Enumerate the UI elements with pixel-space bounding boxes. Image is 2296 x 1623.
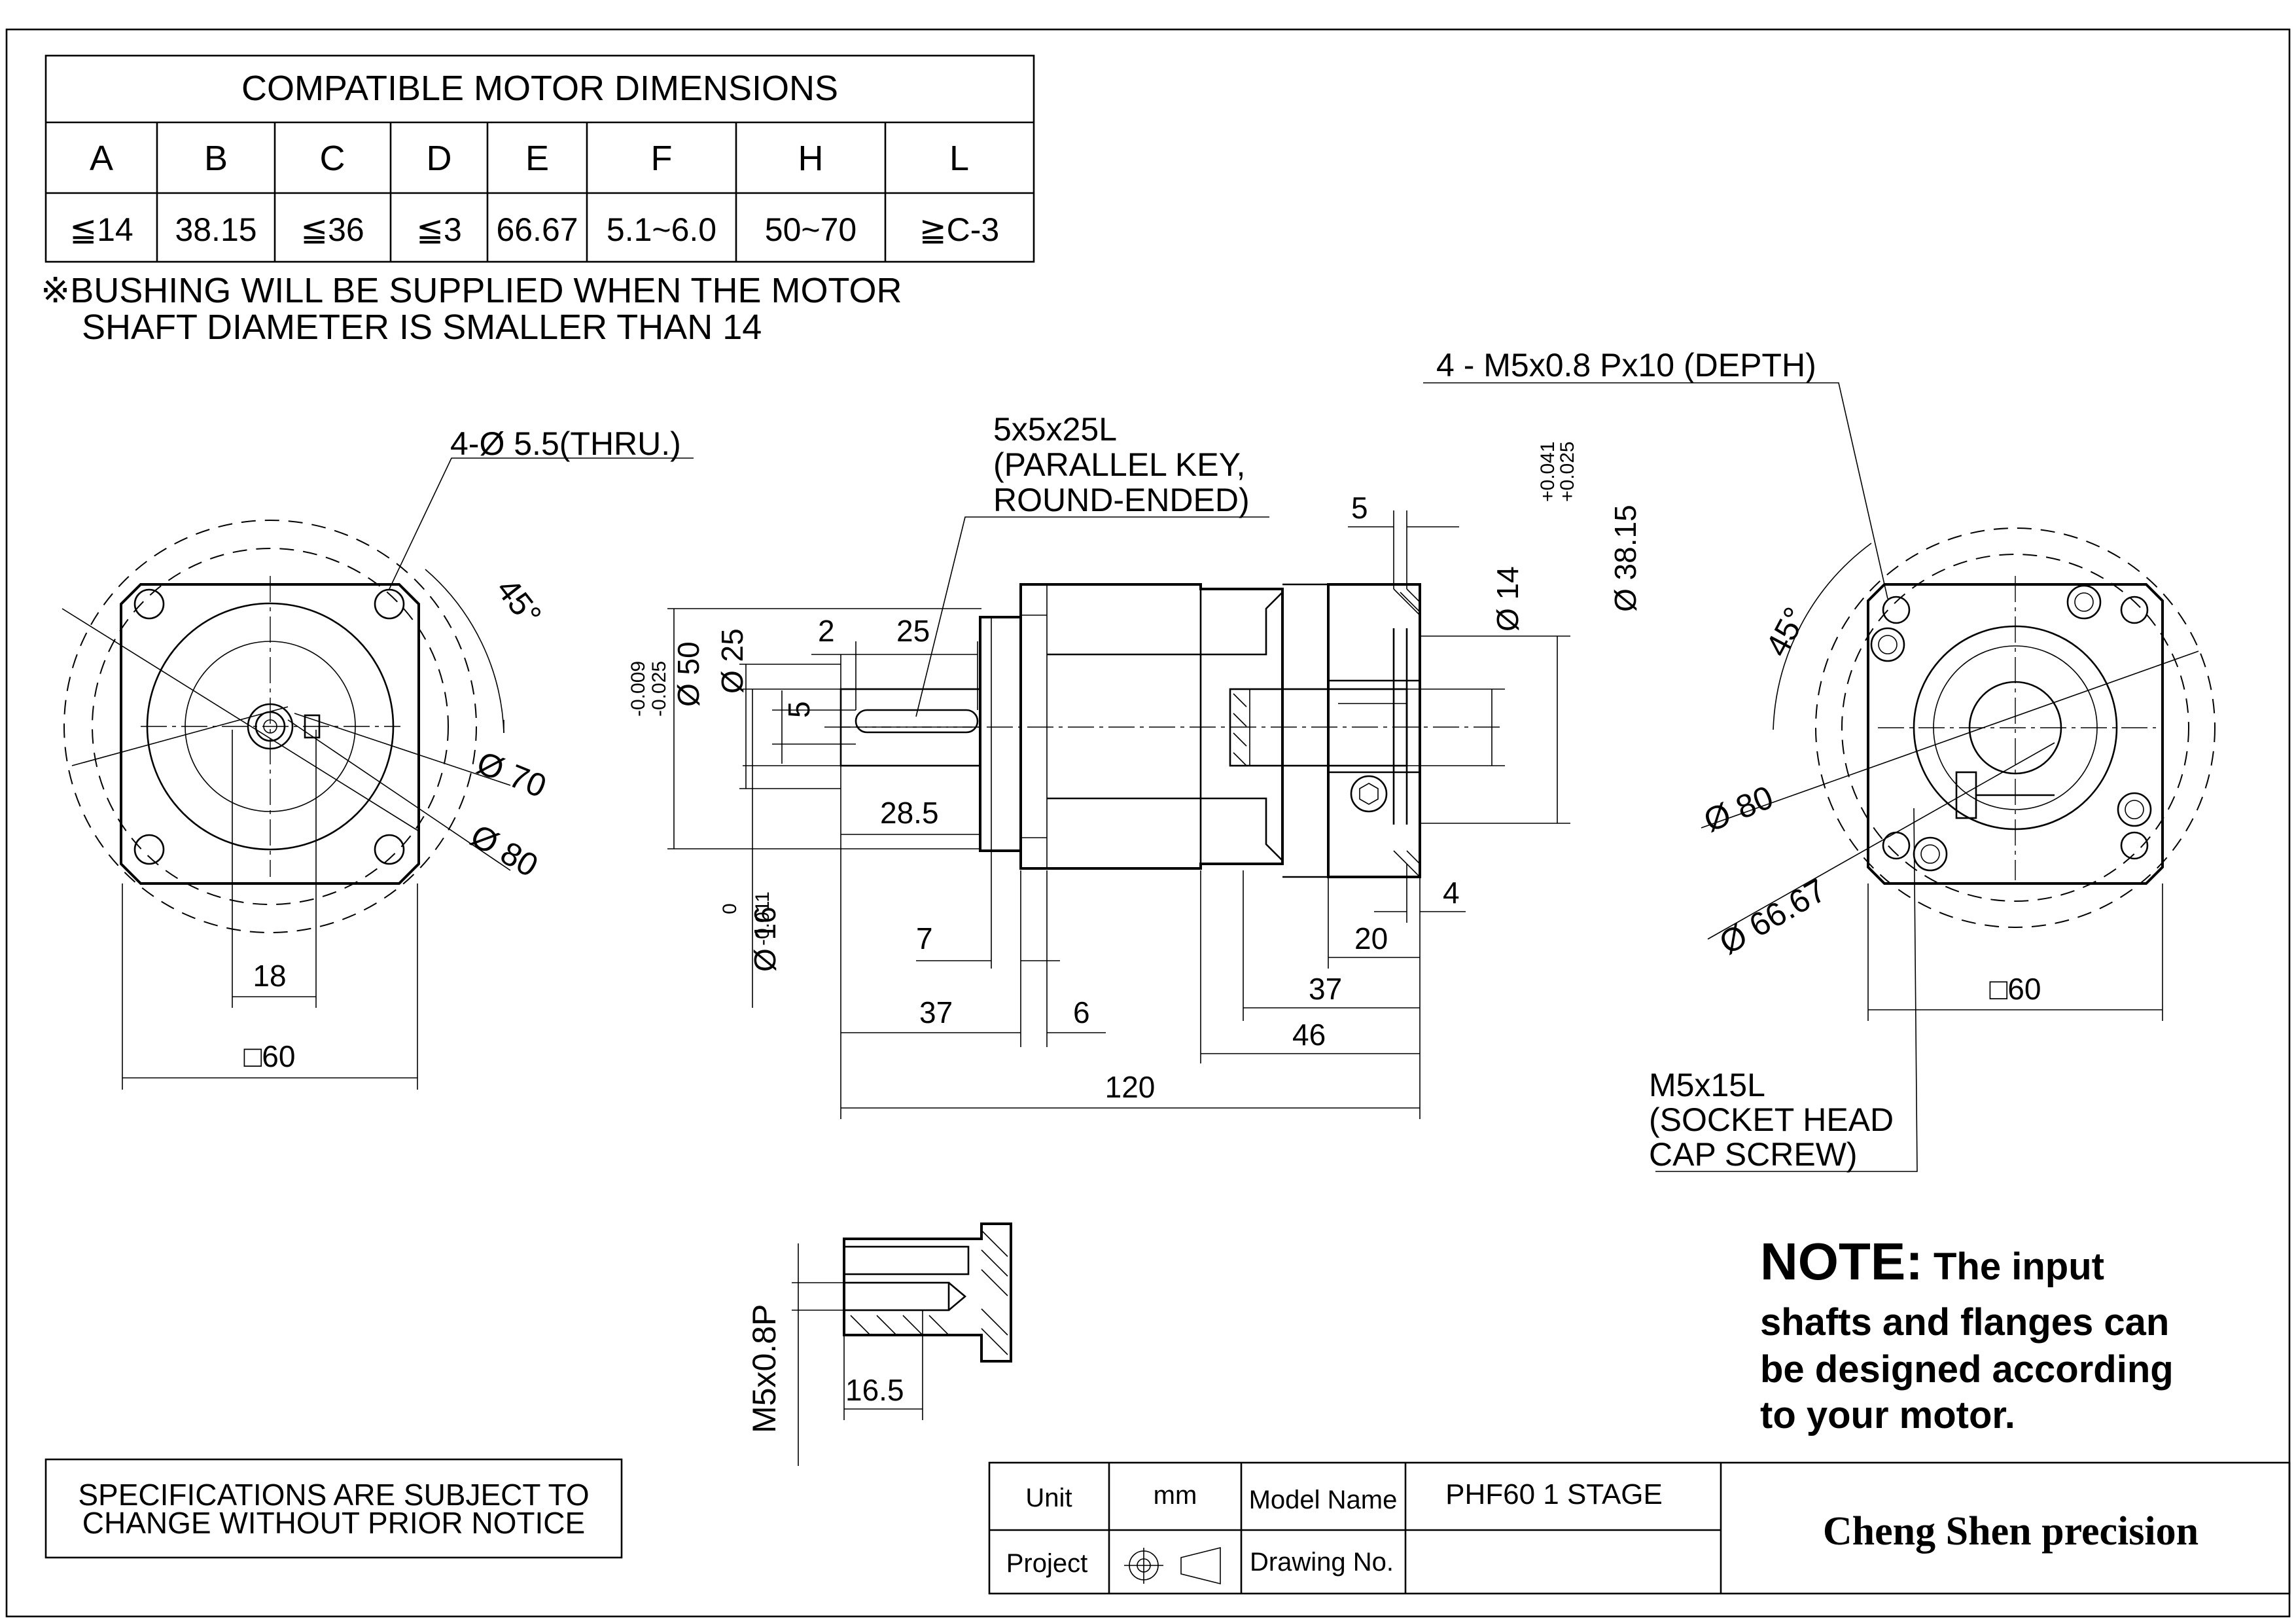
side-dim-5top: 5 [1351, 491, 1368, 525]
svg-text:NOTE: The input: NOTE: The input [1760, 1232, 2104, 1291]
detail-section-view [792, 1222, 1012, 1466]
compat-val-b: 38.15 [175, 211, 256, 248]
compat-col-e: E [525, 139, 549, 178]
right-dim-sq60: □60 [1990, 972, 2041, 1006]
screw-callout-line1: M5x15L [1649, 1067, 1765, 1103]
right-rear-view [1423, 382, 2216, 1172]
side-dim-20: 20 [1354, 921, 1388, 955]
bushing-note-line2: SHAFT DIAMETER IS SMALLER THAN 14 [82, 308, 762, 347]
note-heading: NOTE: [1760, 1232, 1923, 1291]
compat-col-f: F [651, 139, 673, 178]
left-dia70-label: Ø 70 [472, 744, 551, 805]
compat-motor-table: COMPATIBLE MOTOR DIMENSIONS A B C D E F … [44, 54, 1035, 263]
left-dim-18: 18 [253, 959, 286, 993]
company-name: Cheng Shen precision [1823, 1509, 2199, 1554]
spec-notice-line1: SPECIFICATIONS ARE SUBJECT TO [78, 1478, 589, 1512]
projection-symbol-cone [1180, 1546, 1221, 1585]
right-angle-label: 45° [1758, 601, 1814, 662]
model-name-label: Model Name [1249, 1486, 1398, 1514]
side-dim-dia16: Ø 16 [748, 906, 782, 972]
screw-callout-line3: CAP SCREW) [1649, 1136, 1858, 1173]
note-line1: The input [1923, 1245, 2104, 1288]
compat-col-c: C [320, 139, 345, 178]
key-callout-line3: ROUND-ENDED) [993, 482, 1250, 518]
compat-col-h: H [798, 139, 824, 178]
side-dim-dia38: Ø 38.15 [1608, 505, 1642, 612]
left-dia80-label: Ø 80 [465, 817, 544, 884]
note-line2: shafts and flanges can [1760, 1301, 2169, 1344]
side-tol16-upper: 0 [719, 903, 741, 914]
note-line4: to your motor. [1760, 1394, 2015, 1436]
compat-val-d: ≦3 [416, 211, 462, 248]
detail-dim-16-5: 16.5 [845, 1373, 904, 1407]
unit-value: mm [1154, 1481, 1197, 1510]
title-block: Unit mm Model Name PHF60 1 STAGE Project… [988, 1461, 2291, 1595]
compat-val-l: ≧C-3 [919, 211, 999, 248]
side-dim-37b: 37 [1309, 972, 1342, 1006]
left-front-view [62, 457, 694, 1090]
side-dim-2: 2 [818, 614, 835, 648]
side-dim-37a: 37 [919, 995, 953, 1029]
left-hole-callout: 4-Ø 5.5(THRU.) [450, 425, 681, 462]
spec-notice-line2: CHANGE WITHOUT PRIOR NOTICE [82, 1506, 585, 1540]
unit-label: Unit [1025, 1484, 1072, 1512]
side-dim-46: 46 [1292, 1018, 1326, 1052]
side-dim-6: 6 [1073, 995, 1090, 1029]
right-thread-callout: 4 - M5x0.8 Px10 (DEPTH) [1436, 347, 1816, 383]
side-dim-120: 120 [1105, 1070, 1156, 1104]
compat-val-c: ≦36 [300, 211, 364, 248]
design-note: NOTE: The input shafts and flanges can b… [1760, 1232, 2174, 1436]
side-dim-5key: 5 [782, 701, 816, 718]
side-section-view [667, 510, 1570, 1119]
side-tol16-lower: -0.011 [752, 891, 773, 946]
compat-table-title: COMPATIBLE MOTOR DIMENSIONS [241, 69, 838, 108]
compat-col-a: A [90, 139, 113, 178]
compat-val-e: 66.67 [496, 211, 578, 248]
left-dim-sq60: □60 [244, 1039, 296, 1073]
note-line3: be designed according [1760, 1348, 2174, 1391]
key-callout-line1: 5x5x25L [993, 411, 1117, 448]
compat-val-a: ≦14 [69, 211, 133, 248]
side-dim-dia50: Ø 50 [671, 641, 705, 707]
sheet-border [5, 28, 2291, 1618]
compat-val-f: 5.1~6.0 [607, 211, 716, 248]
compat-col-b: B [204, 139, 228, 178]
bushing-note-line1: ※BUSHING WILL BE SUPPLIED WHEN THE MOTOR [41, 271, 902, 310]
side-tol38-lower: +0.025 [1557, 441, 1578, 502]
side-tol38-upper: +0.041 [1537, 441, 1559, 502]
compat-val-h: 50~70 [765, 211, 857, 248]
left-angle-label: 45° [489, 571, 549, 633]
right-dia80-label: Ø 80 [1699, 779, 1778, 840]
side-dim-25: 25 [896, 614, 930, 648]
side-dim-dia14: Ø 14 [1491, 566, 1525, 632]
detail-thread-label: M5x0.8P [746, 1304, 783, 1433]
model-name-value: PHF60 1 STAGE [1445, 1478, 1663, 1510]
key-callout-line2: (PARALLEL KEY, [993, 446, 1245, 483]
side-dim-28-5: 28.5 [880, 796, 939, 830]
project-label: Project [1006, 1549, 1088, 1578]
side-dim-dia25: Ø 25 [715, 628, 749, 694]
side-dim-4: 4 [1443, 876, 1460, 910]
compat-col-d: D [427, 139, 452, 178]
right-dia66-label: Ø 66.67 [1713, 872, 1832, 961]
side-tol50-lower: -0.025 [648, 661, 670, 717]
side-dim-7: 7 [916, 921, 933, 955]
drawing-no-label: Drawing No. [1250, 1548, 1394, 1577]
screw-callout-line2: (SOCKET HEAD [1649, 1101, 1894, 1138]
spec-notice-box: SPECIFICATIONS ARE SUBJECT TO CHANGE WIT… [44, 1458, 623, 1559]
compat-col-l: L [949, 139, 969, 178]
side-tol50-upper: -0.009 [627, 661, 649, 717]
